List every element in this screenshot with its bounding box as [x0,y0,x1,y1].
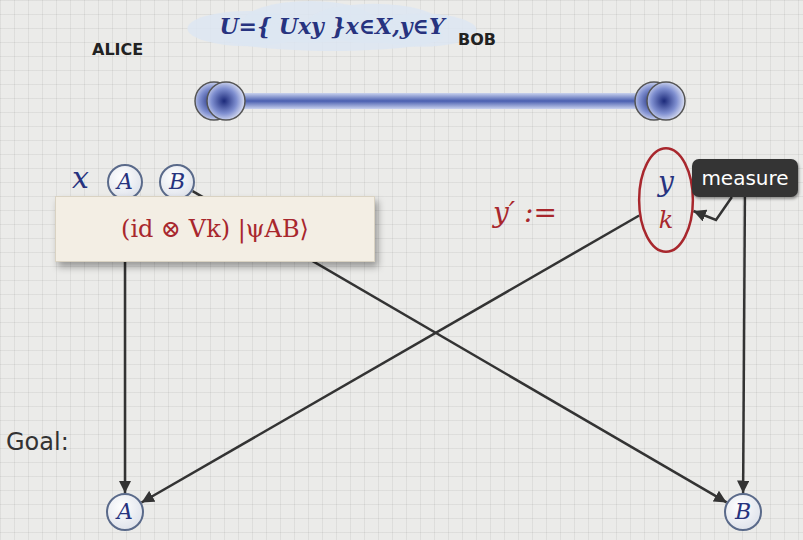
node-text: y [658,168,674,196]
input-variable: x [72,160,89,195]
entanglement-tube [218,93,660,109]
node-text: B [169,171,185,193]
measurement-ellipse: yk [638,146,694,254]
node-text: measure [701,166,788,190]
qubit-circle: A [107,164,143,200]
cloud-node: U={ Uxy }x∈X,y∈Y [193,0,471,52]
node-text: (id ⊗ Vk) |ψAB⟩ [121,215,309,243]
goal-label: Goal: [6,428,69,456]
qubit [647,82,685,120]
assignment-label: y′ := [493,196,557,229]
node-text: U={ Uxy }x∈X,y∈Y [219,13,444,39]
node-text: k [659,208,674,232]
ellipse-outline [638,146,694,254]
party-name: BOB [458,30,496,49]
node-text: A [117,171,133,193]
ellipse-line [639,148,693,252]
qubit-circle: B [159,164,195,200]
qubit-circle: A [106,493,144,531]
node-text: B [735,501,751,523]
arrow-connector [693,197,732,220]
note-paper: (id ⊗ Vk) |ψAB⟩ [55,196,375,262]
process-box: measure [692,159,798,197]
qubit [207,82,245,120]
party-name: ALICE [92,40,143,59]
arrow-connector [743,197,745,493]
node-text: A [117,501,133,523]
qubit-circle: B [724,493,762,531]
